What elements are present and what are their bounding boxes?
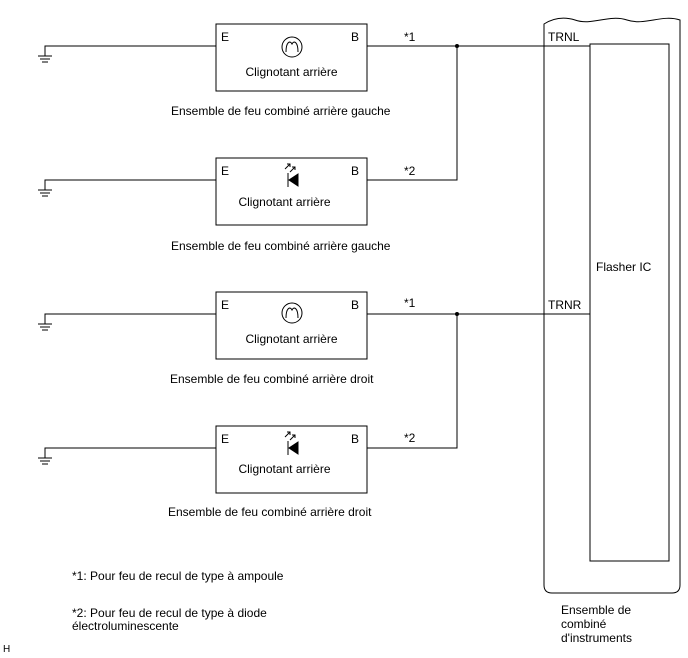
- led-icon: [284, 163, 299, 187]
- meter-label-line1: Ensemble de: [561, 603, 632, 617]
- ground-wire-4: [44, 447, 216, 458]
- flasher-ic-box: [589, 43, 670, 562]
- ground-icon: [38, 323, 52, 331]
- component-label: Clignotant arrière: [245, 332, 338, 346]
- footnote-2-line2: électroluminescente: [72, 619, 179, 633]
- pin-b-label: B: [351, 432, 360, 446]
- component-label: Clignotant arrière: [245, 65, 338, 79]
- note-marker: *1: [404, 30, 416, 44]
- meter-label-line3: d'instruments: [561, 631, 632, 645]
- assembly-caption: Ensemble de feu combiné arrière gauche: [171, 104, 391, 118]
- pin-e-label: E: [221, 30, 230, 44]
- meter-label-line2: combiné: [561, 617, 607, 631]
- pin-e-label: E: [221, 164, 230, 178]
- pin-b-label: B: [351, 298, 360, 312]
- pin-e-label: E: [221, 432, 230, 446]
- pin-b-label: B: [351, 164, 360, 178]
- lamp-box-3: [215, 291, 368, 360]
- footnote-1: *1: Pour feu de recul de type à ampoule: [72, 569, 284, 583]
- junction-dot: [455, 44, 459, 48]
- lamp-box-1: [215, 23, 368, 92]
- pin-e-label: E: [221, 298, 230, 312]
- note-marker: *2: [404, 164, 416, 178]
- ground-icon: [38, 457, 52, 465]
- ground-icon: [38, 189, 52, 197]
- bulb-icon: [281, 36, 303, 58]
- component-label: Clignotant arrière: [238, 195, 331, 209]
- bulb-icon: [281, 302, 303, 324]
- terminal-trnl-label: TRNL: [548, 30, 580, 44]
- wire-branch-right: [367, 314, 458, 449]
- ground-wire-3: [44, 313, 216, 324]
- terminal-trnr-label: TRNR: [548, 298, 582, 312]
- ground-wire-2: [44, 179, 216, 190]
- wire-branch-left: [367, 46, 458, 181]
- combination-meter-outline: [543, 17, 681, 594]
- footnote-2-line1: *2: Pour feu de recul de type à diode: [72, 606, 267, 620]
- ground-icon: [38, 55, 52, 63]
- lamp-box-4: [215, 425, 368, 494]
- component-label: Clignotant arrière: [238, 462, 331, 476]
- assembly-caption: Ensemble de feu combiné arrière gauche: [171, 239, 391, 253]
- lamp-box-2: [215, 157, 368, 226]
- pin-b-label: B: [351, 30, 360, 44]
- note-marker: *1: [404, 296, 416, 310]
- assembly-caption: Ensemble de feu combiné arrière droit: [168, 505, 372, 519]
- assembly-caption: Ensemble de feu combiné arrière droit: [170, 372, 374, 386]
- corner-mark: H: [3, 644, 11, 655]
- ground-wire-1: [44, 45, 216, 56]
- note-marker: *2: [404, 431, 416, 445]
- flasher-ic-label: Flasher IC: [596, 260, 652, 274]
- junction-dot: [455, 312, 459, 316]
- led-icon: [284, 431, 299, 455]
